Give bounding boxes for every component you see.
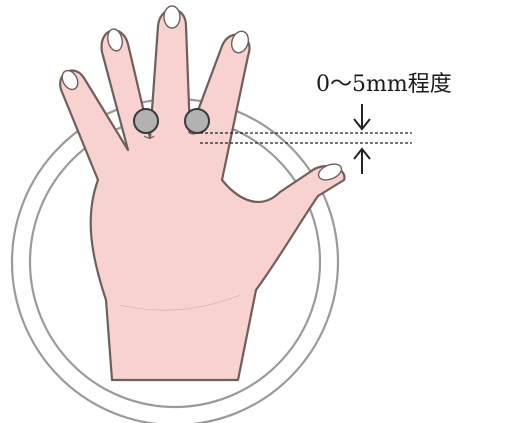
up-arrow-icon xyxy=(354,149,370,174)
ring-electrode-left xyxy=(134,109,158,133)
middle-nail xyxy=(164,6,180,28)
gap-label: 0～5mm程度 xyxy=(316,72,452,97)
ring-electrode-right xyxy=(185,109,209,133)
down-arrow-icon xyxy=(354,104,370,129)
hand xyxy=(60,10,344,381)
